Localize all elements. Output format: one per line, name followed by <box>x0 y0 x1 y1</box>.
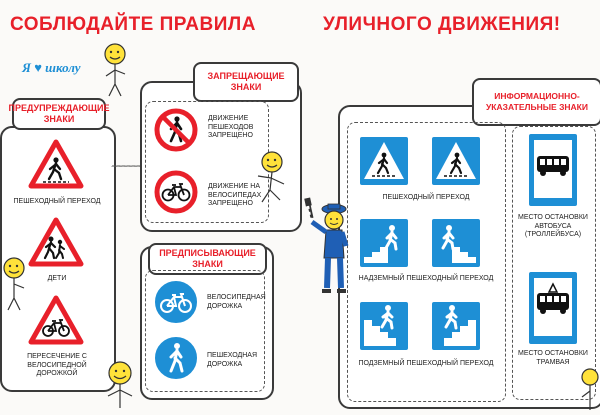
info-label-4: МЕСТО ОСТАНОВКИ ТРАМВАЯ <box>518 350 588 366</box>
no-pedestrians-sign <box>154 108 198 152</box>
informational-header: ИНФОРМАЦИОННО-УКАЗАТЕЛЬНЫЕ ЗНАКИ <box>472 78 600 126</box>
policeman-figure <box>304 197 349 293</box>
pedestrian-crossing-info-sign <box>358 135 410 187</box>
bicycle-path-sign <box>153 279 199 325</box>
pedestrian-icon <box>372 152 396 177</box>
crossing-dashed-frame <box>347 122 506 402</box>
underground-crossing-sign-2 <box>430 300 482 352</box>
bus-stop-sign <box>527 132 579 208</box>
mandatory-header: ПРЕДПИСЫВАЮЩИЕ ЗНАКИ <box>148 243 267 275</box>
smiley-figure <box>104 43 126 97</box>
overground-crossing-sign-2 <box>430 217 482 269</box>
prohibitory-header: ЗАПРЕЩАЮЩИЕ ЗНАКИ <box>193 62 299 102</box>
mandatory-dashed-frame <box>145 270 265 392</box>
page-title-left: СОБЛЮДАЙТЕ ПРАВИЛА <box>10 14 256 35</box>
pedestrian-crossing-warning-sign <box>28 139 84 189</box>
pedestrian-icon <box>444 305 458 330</box>
warning-label-1: ДЕТИ <box>47 275 67 282</box>
info-label-0: ПЕШЕХОДНЫЙ ПЕРЕХОД <box>382 194 470 201</box>
info-label-1: НАДЗЕМНЫЙ ПЕШЕХОДНЫЙ ПЕРЕХОД <box>358 275 494 282</box>
page-title-right: УЛИЧНОГО ДВИЖЕНИЯ! <box>323 14 561 35</box>
bicycle-icon <box>160 293 192 313</box>
children-icon <box>43 236 65 260</box>
pedestrian-icon <box>384 225 398 251</box>
pedestrian-icon <box>43 157 69 183</box>
warning-header: ПРЕДУПРЕЖДАЮЩИЕ ЗНАКИ <box>8 98 110 130</box>
bicycle-icon <box>42 319 70 337</box>
underground-crossing-sign <box>358 300 410 352</box>
mandatory-label-1: ПЕШЕХОДНАЯ ДОРОЖКА <box>207 352 258 368</box>
prohibitory-label-1: ДВИЖЕНИЕ НА ВЕЛОСИПЕДАХ ЗАПРЕЩЕНО <box>208 183 262 207</box>
stops-dashed-frame <box>512 126 596 400</box>
pedestrian-icon <box>380 305 394 330</box>
bicycle-icon <box>161 183 191 202</box>
info-label-2: ПОДЗЕМНЫЙ ПЕШЕХОДНЫЙ ПЕРЕХОД <box>358 360 494 367</box>
tram-icon <box>537 282 569 314</box>
bus-icon <box>537 156 569 176</box>
smiley-figure <box>257 151 285 203</box>
bicycle-crossing-warning-sign <box>28 295 84 345</box>
logo: Я ♥ школу <box>22 60 81 75</box>
warning-label-2: ПЕРЕСЕЧЕНИЕ С ВЕЛОСИПЕДНОЙ ДОРОЖКОЙ <box>27 353 87 377</box>
tram-stop-sign <box>527 270 579 346</box>
pedestrian-icon <box>169 343 184 373</box>
warning-label-0: ПЕШЕХОДНЫЙ ПЕРЕХОД <box>13 198 101 205</box>
pedestrian-crossing-info-sign-2 <box>430 135 482 187</box>
smiley-figure <box>581 368 599 410</box>
stairs-icon <box>444 320 476 346</box>
pedestrian-path-sign <box>153 335 199 381</box>
info-label-3: МЕСТО ОСТАНОВКИ АВТОБУСА (ТРОЛЛЕЙБУСА) <box>518 214 588 238</box>
no-bicycles-sign <box>154 170 198 214</box>
pedestrian-icon <box>441 225 455 251</box>
stairs-icon <box>364 320 396 346</box>
stairs-icon <box>364 247 388 263</box>
overground-crossing-sign <box>358 217 410 269</box>
mandatory-label-0: ВЕЛОСИПЕДНАЯ ДОРОЖКА <box>207 294 266 310</box>
smiley-figure <box>3 257 25 311</box>
stairs-icon <box>452 247 476 263</box>
smiley-figure <box>107 361 133 408</box>
pedestrian-icon <box>444 152 468 177</box>
prohibitory-label-0: ДВИЖЕНИЕ ПЕШЕХОДОВ ЗАПРЕЩЕНО <box>208 115 254 139</box>
children-warning-sign <box>28 217 84 267</box>
